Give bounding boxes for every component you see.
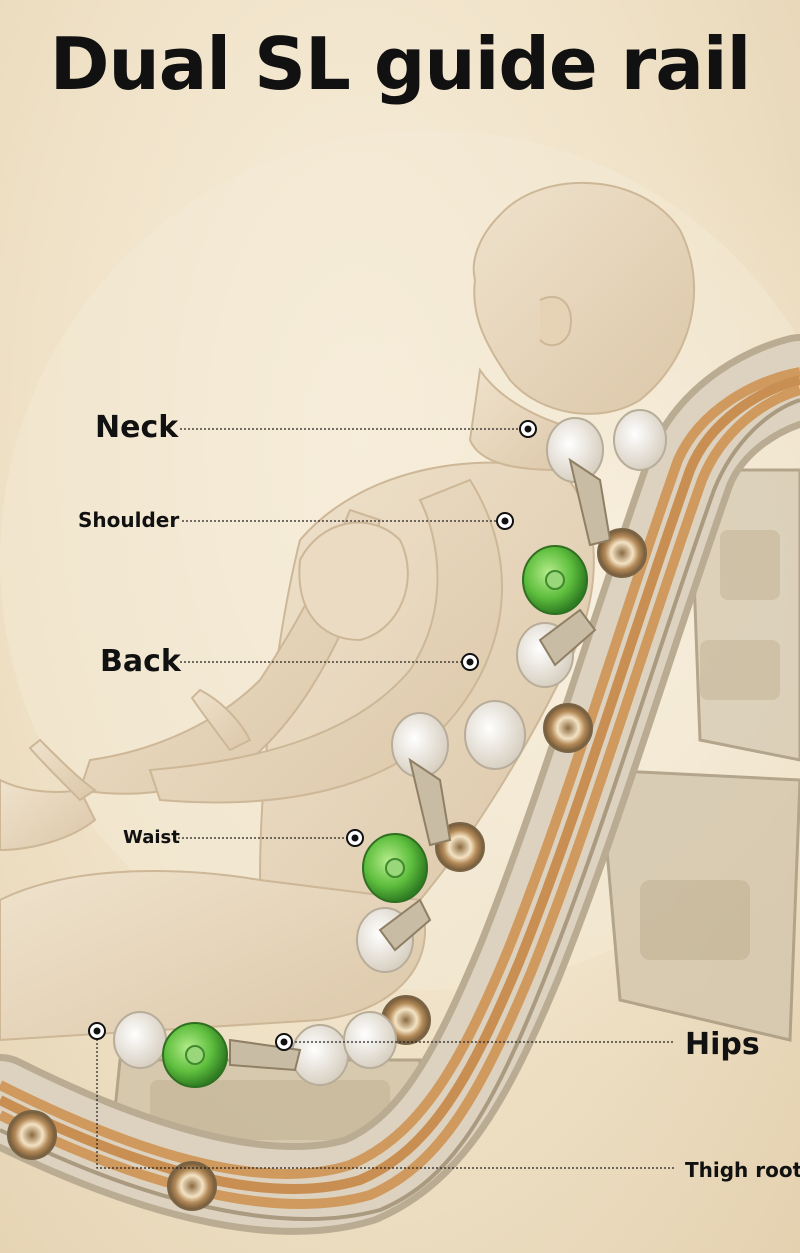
label-shoulder: Shoulder [78, 508, 180, 532]
roller-arms [229, 457, 612, 1072]
label-neck: Neck [95, 410, 179, 445]
sl-guide-rail [0, 334, 800, 1235]
label-back: Back [100, 644, 181, 679]
label-hips: Hips [685, 1027, 760, 1062]
label-waist: Waist [123, 827, 180, 848]
mechanism-housing [108, 468, 800, 1162]
marker-hips [275, 1033, 293, 1051]
callout-lines [96, 428, 675, 1169]
marker-thigh-root [88, 1022, 106, 1040]
marker-back [461, 653, 479, 671]
marker-neck [519, 420, 537, 438]
green-roller-hubs [185, 570, 565, 1065]
label-thigh-root: Thigh root [685, 1158, 800, 1182]
marker-waist [346, 829, 364, 847]
page-title: Dual SL guide rail [49, 22, 752, 106]
marker-shoulder [496, 512, 514, 530]
callout-markers [88, 420, 537, 1051]
